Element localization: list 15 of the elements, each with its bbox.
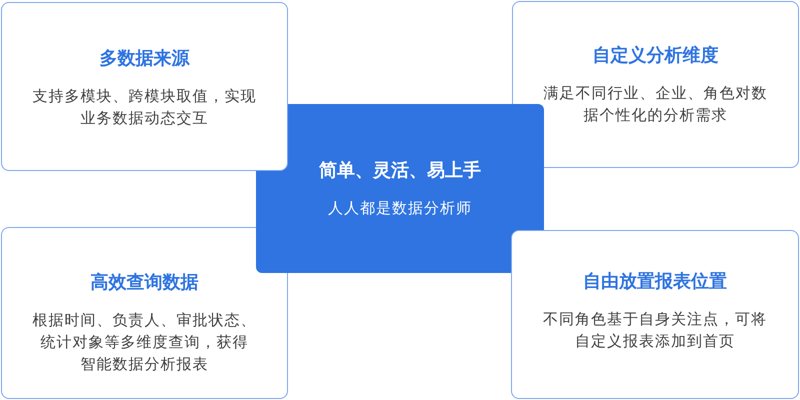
highlight-card xyxy=(256,104,544,273)
card-title: 多数据来源 xyxy=(100,47,190,71)
card-title: 自定义分析维度 xyxy=(592,44,718,68)
card-subtitle: 人人都是数据分析师 xyxy=(328,198,472,219)
card-description: 满足不同行业、企业、角色对数据个性化的分析需求 xyxy=(542,83,768,126)
card-title: 高效查询数据 xyxy=(90,271,198,295)
card-title: 自由放置报表位置 xyxy=(583,270,727,294)
feature-card xyxy=(511,230,799,399)
card-title: 简单、灵活、易上手 xyxy=(319,159,481,183)
card-description: 支持多模块、跨模块取值，实现业务数据动态交互 xyxy=(32,86,258,129)
card-description: 根据时间、负责人、审批状态、统计对象等多维度查询，获得智能数据分析报表 xyxy=(32,310,256,375)
feature-card xyxy=(512,1,799,168)
feature-card xyxy=(1,2,288,171)
feature-card xyxy=(1,227,288,399)
card-description: 不同角色基于自身关注点，可将自定义报表添加到首页 xyxy=(542,309,768,352)
